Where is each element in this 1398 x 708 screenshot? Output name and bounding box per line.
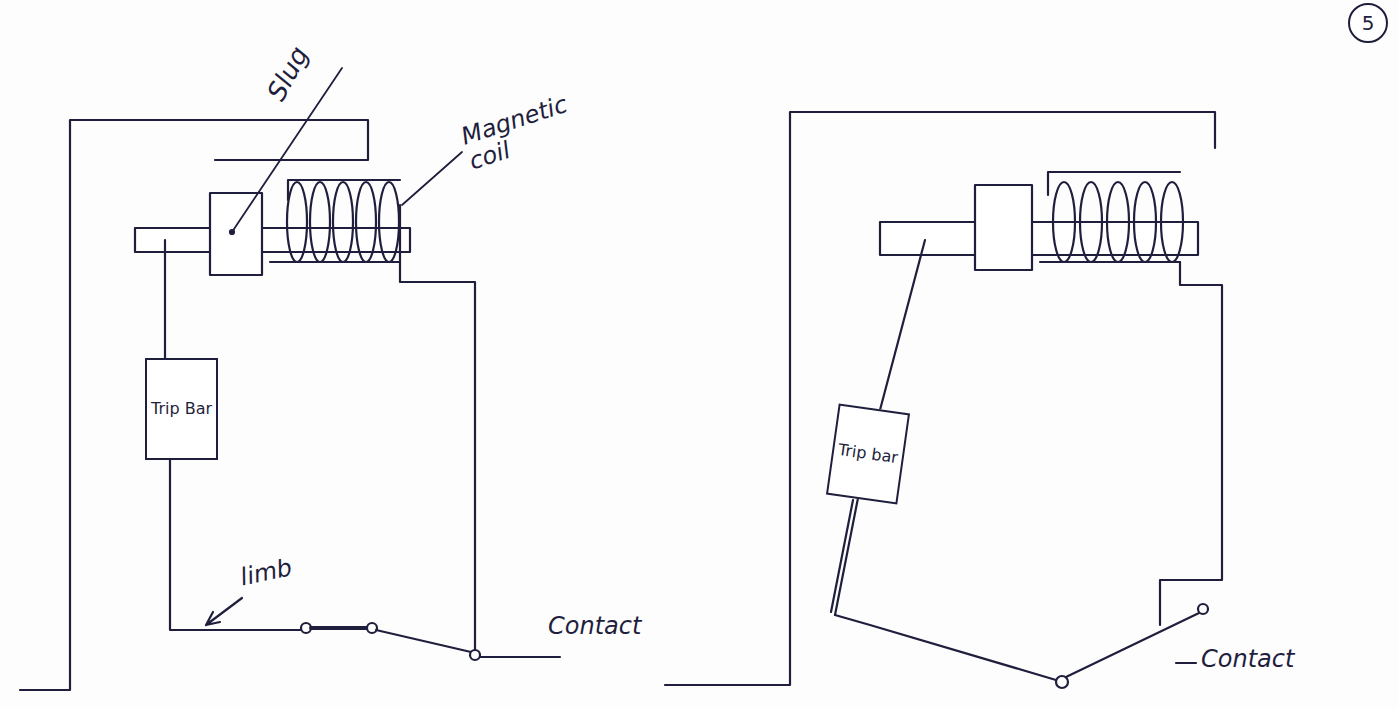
- slug-block: [210, 193, 262, 275]
- leader-dot: [230, 230, 234, 234]
- coil-turn: [1161, 182, 1183, 262]
- node-text: Trip Bar: [151, 399, 212, 418]
- coil-turn: [1134, 182, 1156, 262]
- contact-lead: [480, 656, 560, 658]
- limb-line: [170, 460, 301, 630]
- contact-bar: [311, 626, 367, 630]
- node-text-stack: Trip Bar: [151, 399, 212, 418]
- node-text-stack: 5: [1362, 11, 1375, 35]
- coil-wire: [400, 205, 475, 650]
- contact-point: [367, 623, 377, 633]
- coil-turn: [310, 182, 330, 262]
- coil-wire: [1160, 262, 1222, 625]
- coil-turn: [1053, 182, 1075, 262]
- plunger-rod: [880, 222, 1198, 255]
- part-label: limb: [238, 548, 322, 590]
- part-label: Slug: [262, 13, 329, 106]
- contact-point: [470, 650, 480, 660]
- limb-line: [835, 615, 1056, 680]
- housing-frame: [20, 120, 368, 690]
- slug-block: [975, 185, 1032, 270]
- node-text-stack: Trip bar: [837, 440, 899, 467]
- coil-turn: [379, 182, 399, 262]
- coil-base: [270, 261, 400, 263]
- terminal-label: Contact: [548, 613, 658, 639]
- trip-link: [880, 240, 925, 410]
- trip-link: [164, 240, 166, 358]
- coil-leader: [402, 152, 462, 205]
- page-number-circle: 5: [1348, 3, 1388, 43]
- housing-frame: [665, 112, 1215, 685]
- trip-bar-box: Trip bar: [826, 403, 910, 504]
- part-label: Magnetic coil: [458, 88, 588, 175]
- terminal-label: Contact: [1201, 646, 1311, 672]
- trip-bar-box: Trip Bar: [145, 358, 218, 460]
- trip-link: [831, 498, 858, 615]
- node-text: Trip bar: [837, 440, 899, 467]
- coil-turn: [287, 182, 307, 262]
- contact-arm: [376, 630, 471, 652]
- coil-turn: [1080, 182, 1102, 262]
- coil-turn: [1107, 182, 1129, 262]
- coil-turn: [356, 182, 376, 262]
- node-text: 5: [1362, 11, 1375, 35]
- limb-arrow: [206, 598, 242, 625]
- contact-arm: [1066, 613, 1199, 677]
- plunger-rod: [135, 228, 410, 252]
- contact-dash: [1176, 662, 1196, 664]
- coil-turn: [333, 182, 353, 262]
- coil-base: [1040, 261, 1180, 263]
